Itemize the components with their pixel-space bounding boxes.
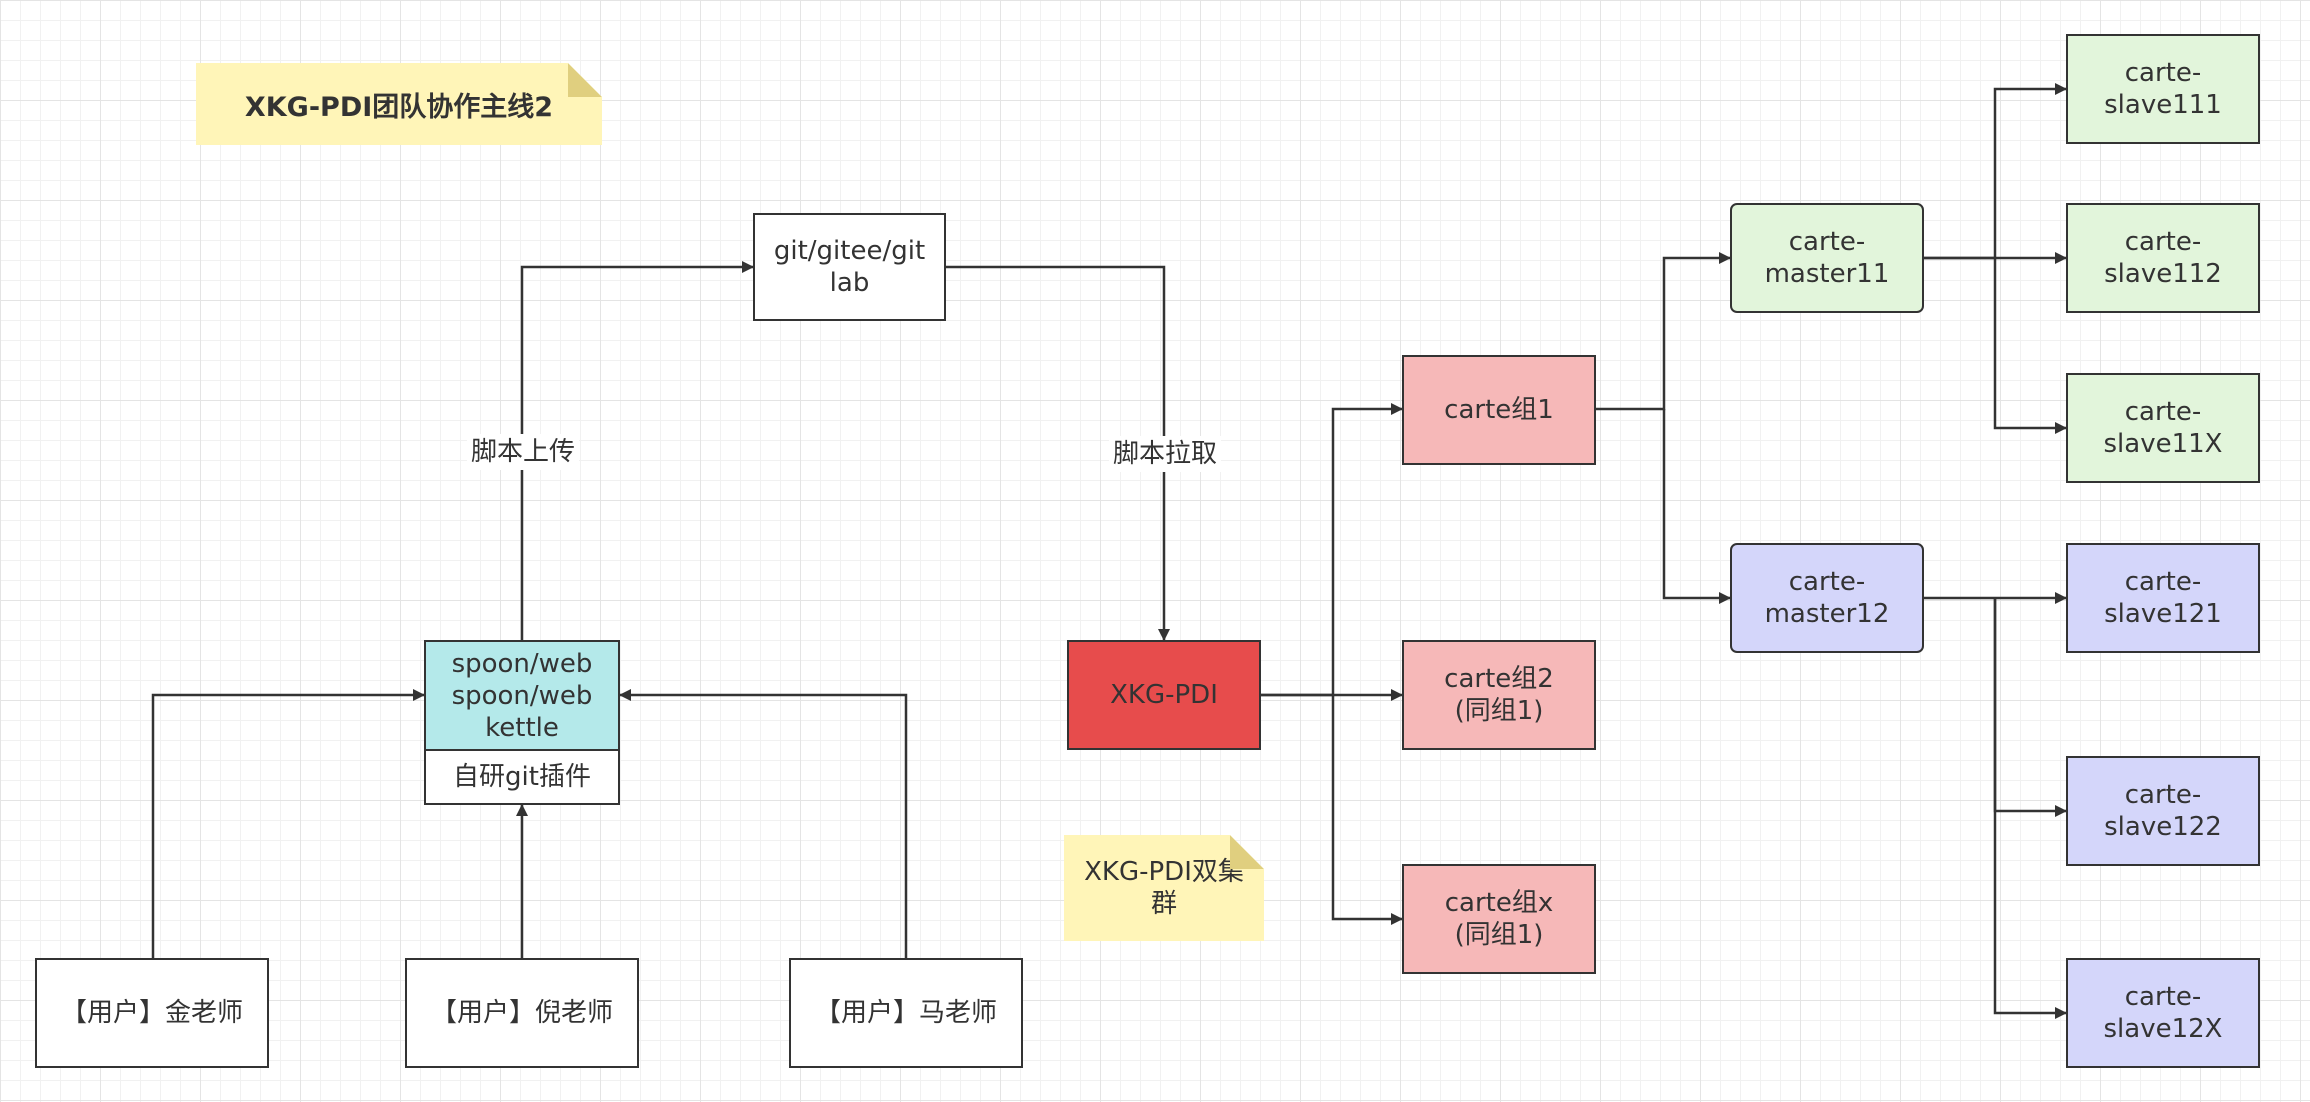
edge-xkg-to-groupx bbox=[1331, 695, 1403, 925]
carte-group2-node[interactable]: carte组2 (同组1) bbox=[1402, 640, 1596, 750]
edge-spoon-to-git bbox=[520, 261, 754, 640]
cluster-note[interactable]: XKG-PDI双集 群 bbox=[1064, 835, 1264, 941]
git-plugin-node[interactable]: 自研git插件 bbox=[424, 749, 620, 805]
carte-slave111-node[interactable]: carte- slave111 bbox=[2066, 34, 2260, 144]
edge-group1-to-master12 bbox=[1662, 409, 1731, 604]
carte-slave11x-node[interactable]: carte- slave11X bbox=[2066, 373, 2260, 483]
spoon-node[interactable]: spoon/web spoon/web kettle bbox=[424, 640, 620, 752]
title-note[interactable]: XKG-PDI团队协作主线2 bbox=[196, 63, 602, 145]
user-ma-node[interactable]: 【用户】马老师 bbox=[789, 958, 1023, 1068]
user-ni-node[interactable]: 【用户】倪老师 bbox=[405, 958, 639, 1068]
edge-master12-to-slave122 bbox=[1993, 598, 2067, 817]
edge-jin-to-spoon bbox=[151, 689, 425, 958]
carte-master11-node[interactable]: carte- master11 bbox=[1730, 203, 1924, 313]
carte-slave121-node[interactable]: carte- slave121 bbox=[2066, 543, 2260, 653]
user-jin-node[interactable]: 【用户】金老师 bbox=[35, 958, 269, 1068]
edge-xkg-to-group1 bbox=[1261, 403, 1403, 697]
xkg-pdi-node[interactable]: XKG-PDI bbox=[1067, 640, 1261, 750]
carte-master12-node[interactable]: carte- master12 bbox=[1730, 543, 1924, 653]
title-note-text: XKG-PDI团队协作主线2 bbox=[244, 91, 554, 123]
cluster-note-text: XKG-PDI双集 群 bbox=[1084, 857, 1244, 919]
edge-ma-to-spoon bbox=[619, 689, 908, 958]
edge-group1-to-master11 bbox=[1596, 252, 1731, 411]
carte-slave112-node[interactable]: carte- slave112 bbox=[2066, 203, 2260, 313]
carte-groupx-node[interactable]: carte组x (同组1) bbox=[1402, 864, 1596, 974]
edge-label-pull: 脚本拉取 bbox=[1108, 436, 1222, 472]
edge-git-to-xkg bbox=[946, 265, 1170, 641]
edge-master11-to-slave11x bbox=[1993, 258, 2067, 434]
edge-label-upload: 脚本上传 bbox=[466, 434, 580, 470]
edge-master11-to-slave111 bbox=[1924, 83, 2067, 260]
carte-slave122-node[interactable]: carte- slave122 bbox=[2066, 756, 2260, 866]
carte-slave12x-node[interactable]: carte- slave12X bbox=[2066, 958, 2260, 1068]
carte-group1-node[interactable]: carte组1 bbox=[1402, 355, 1596, 465]
git-repo-node[interactable]: git/gitee/git lab bbox=[753, 213, 946, 321]
edge-master12-to-slave12x bbox=[1993, 598, 2067, 1019]
